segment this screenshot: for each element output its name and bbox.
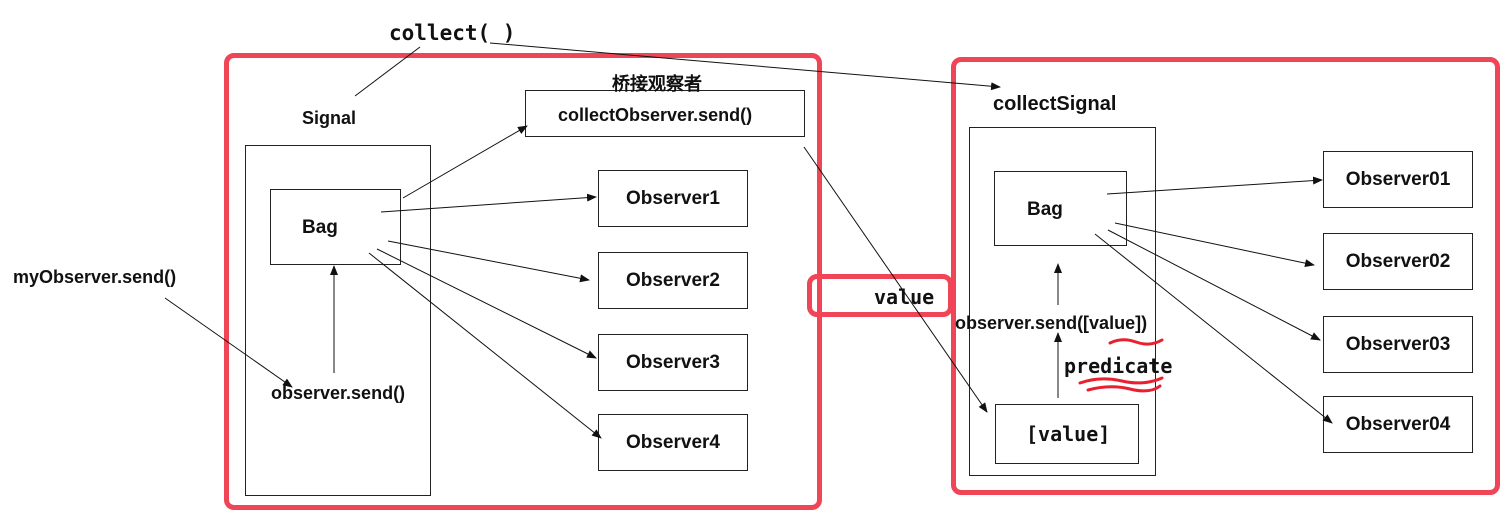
- observer-01-label: Observer01: [1345, 169, 1451, 190]
- predicate-underline-2: [1086, 384, 1162, 393]
- bridge-observer-label: 桥接观察者: [612, 74, 702, 94]
- observer-3-box: Observer3: [598, 334, 748, 391]
- bag-to-observer-04-arrow: [1094, 233, 1333, 424]
- my-observer-send-label: myObserver.send(): [13, 267, 177, 287]
- observer-3-label: Observer3: [625, 352, 720, 373]
- value-highlight-frame: [807, 274, 953, 317]
- observer-04-label: Observer04: [1345, 414, 1451, 435]
- collect-observer-box: [525, 90, 805, 137]
- bag-to-observer-02-arrow: [1114, 222, 1315, 268]
- bag-to-observer-4-arrow: [368, 252, 602, 439]
- bag-to-collect-observer-arrow: [402, 125, 528, 199]
- bag-to-observer-3-arrow: [376, 248, 597, 359]
- bag-left-box: [270, 189, 401, 265]
- observer-02-box: Observer02: [1323, 233, 1473, 290]
- signal-highlight-frame: [224, 53, 822, 510]
- observer-send-value-label: observer.send([value]): [955, 313, 1148, 333]
- observer-1-label: Observer1: [625, 188, 720, 209]
- observer-send-label: observer.send(): [271, 383, 406, 403]
- collect-observer-send-label: collectObserver.send(): [558, 105, 753, 125]
- collect-to-signal-line: [354, 46, 421, 97]
- collect-signal-label: collectSignal: [993, 93, 1117, 115]
- observer-03-label: Observer03: [1345, 334, 1451, 355]
- observer-03-box: Observer03: [1323, 316, 1473, 373]
- observer-01-box: Observer01: [1323, 151, 1473, 208]
- collect-observer-to-value-arrow: [803, 146, 988, 413]
- bag-to-observer-1-arrow: [380, 193, 597, 213]
- my-observer-to-observer-send-arrow: [164, 297, 293, 388]
- bag-to-observer-2-arrow: [387, 240, 590, 283]
- observer-4-box: Observer4: [598, 414, 748, 471]
- bag-to-observer-03-arrow: [1107, 229, 1321, 341]
- signal-label: Signal: [302, 108, 357, 128]
- collect-signal-highlight-frame: [951, 57, 1500, 495]
- observer-2-box: Observer2: [598, 252, 748, 309]
- predicate-label: predicate: [1064, 354, 1173, 378]
- observer-2-label: Observer2: [625, 270, 720, 291]
- observer-1-box: Observer1: [598, 170, 748, 227]
- collect-label: collect( ): [389, 21, 516, 45]
- value-array-label: [value]: [1026, 422, 1111, 446]
- observer-04-box: Observer04: [1323, 396, 1473, 453]
- bag-to-observer-01-arrow: [1106, 176, 1323, 195]
- predicate-underline-1: [1078, 376, 1164, 385]
- value-array-box: [995, 404, 1139, 464]
- observer-4-label: Observer4: [625, 432, 720, 453]
- collect-to-collect-signal-arrow: [489, 42, 1001, 91]
- bag-right-box: [994, 171, 1127, 246]
- observer-02-label: Observer02: [1345, 251, 1451, 272]
- value-label: value: [874, 285, 935, 309]
- value-underline: [1108, 338, 1164, 346]
- bag-right-label: Bag: [1027, 199, 1063, 220]
- bag-left-label: Bag: [302, 217, 338, 238]
